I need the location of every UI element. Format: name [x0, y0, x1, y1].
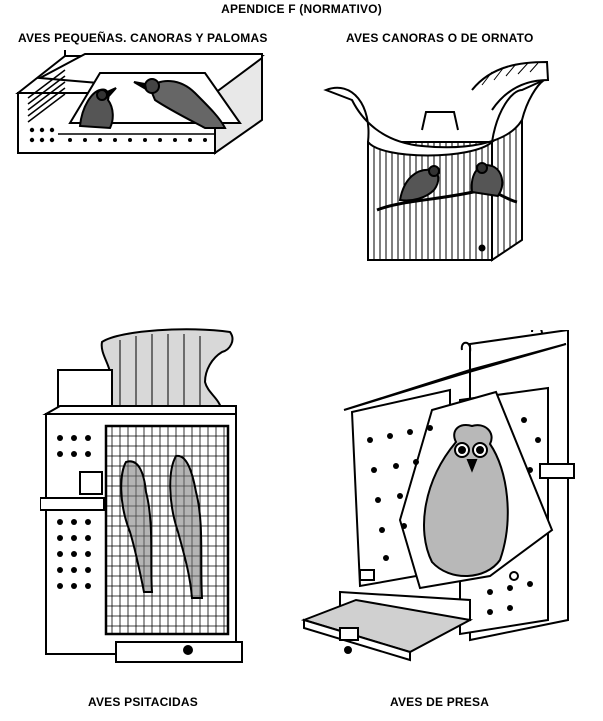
- parrot-crate-illustration: [40, 328, 243, 663]
- caption-birds-of-prey: AVES DE PRESA: [390, 695, 490, 709]
- caption-small-birds: AVES PEQUEÑAS. CANORAS Y PALOMAS: [18, 31, 268, 45]
- bird-of-prey-crate-illustration: [300, 330, 575, 662]
- caption-parrots: AVES PSITACIDAS: [88, 695, 198, 709]
- page-title: APENDICE F (NORMATIVO): [221, 2, 382, 16]
- small-bird-box-illustration: [15, 50, 265, 155]
- caption-songbirds: AVES CANORAS O DE ORNATO: [346, 31, 534, 45]
- songbird-cage-illustration: [323, 60, 550, 262]
